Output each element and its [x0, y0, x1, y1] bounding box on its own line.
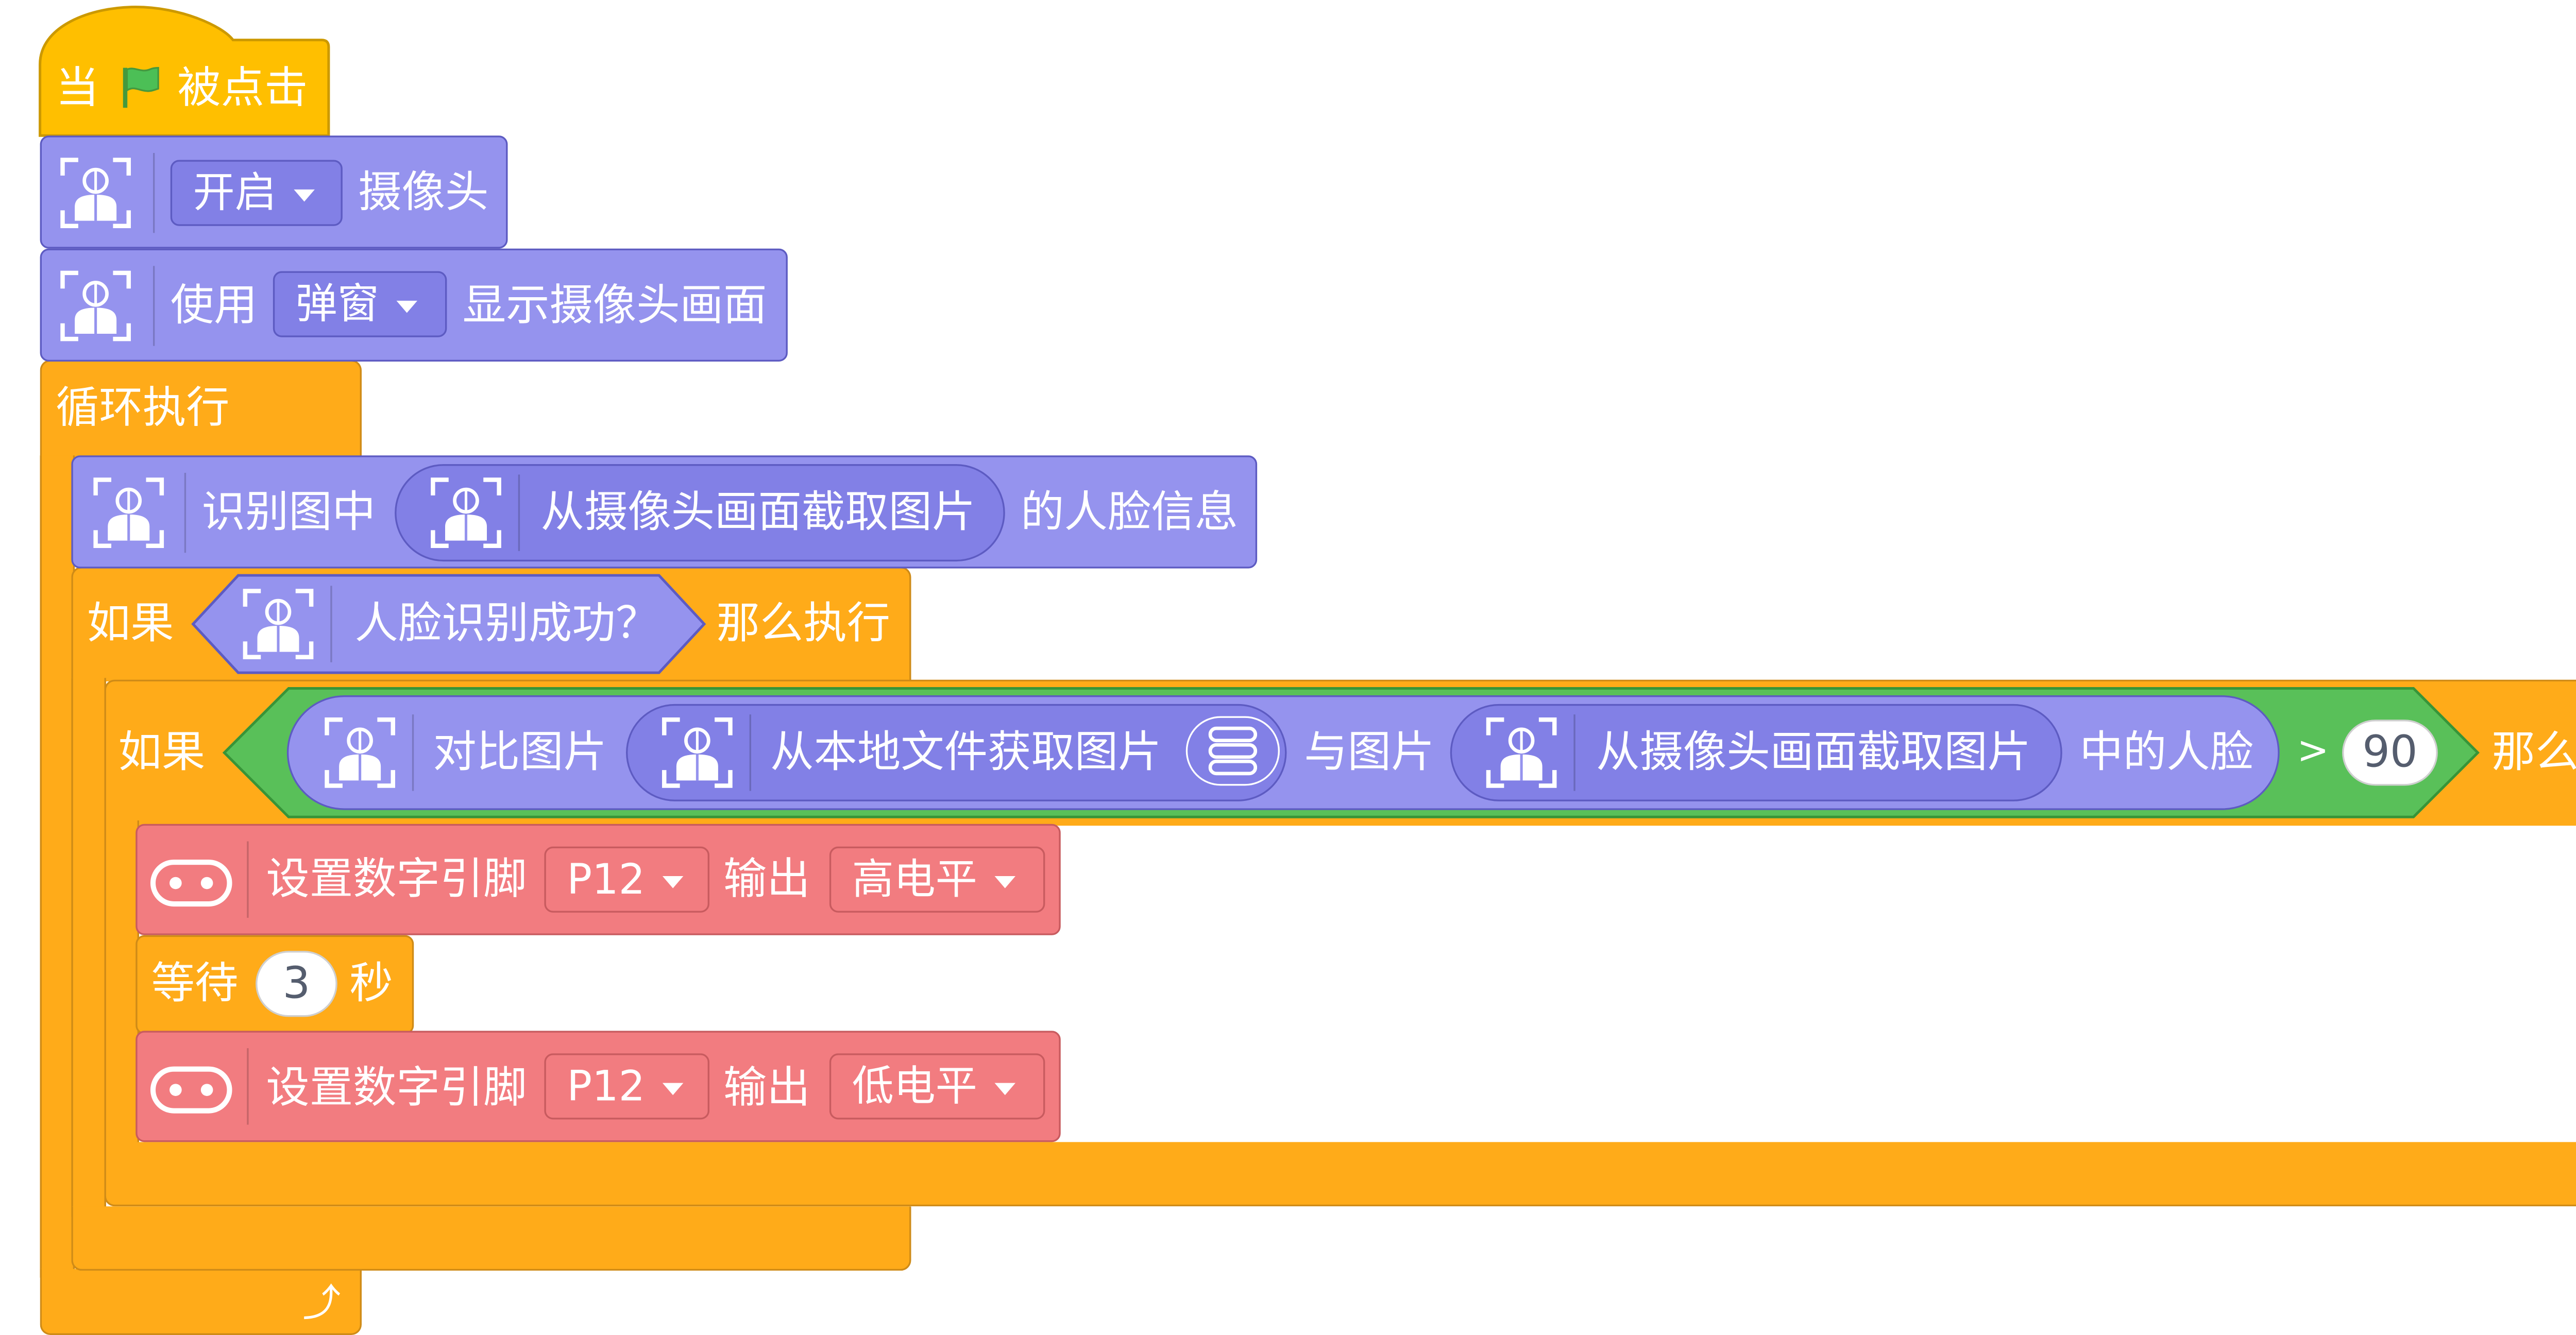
camera-state-dropdown[interactable]: 开启 — [170, 160, 343, 226]
display-mode-dropdown[interactable]: 弹窗 — [273, 271, 447, 337]
pin-dropdown[interactable]: P12 — [544, 846, 709, 913]
chevron-down-icon — [662, 1082, 684, 1094]
pin-dropdown[interactable]: P12 — [544, 1053, 709, 1120]
face-camera-icon — [659, 714, 736, 791]
icon-separator — [749, 714, 751, 791]
set-pin-label: 设置数字引脚 — [266, 853, 527, 904]
green-flag-icon — [123, 66, 159, 108]
if-keyword: 如果 — [87, 598, 174, 648]
icon-separator — [1573, 714, 1575, 791]
face-camera-icon — [428, 474, 504, 551]
hat-suffix: 被点击 — [177, 62, 308, 113]
recognize-prefix: 识别图中 — [201, 487, 376, 537]
local-file-image-reporter[interactable] — [626, 704, 1287, 801]
face-camera-icon — [57, 268, 134, 345]
level-dropdown[interactable]: 低电平 — [829, 1053, 1045, 1120]
list-icon — [1208, 726, 1258, 776]
if-face-detected-arm — [71, 678, 106, 1217]
icon-separator — [518, 474, 520, 551]
microbit-icon — [150, 859, 232, 907]
seconds-unit: 秒 — [349, 957, 393, 1008]
camera-state-value: 开启 — [193, 168, 277, 217]
recognize-suffix: 的人脸信息 — [1021, 487, 1239, 537]
loop-label: 循环执行 — [56, 382, 230, 433]
face-camera-icon — [1483, 714, 1560, 791]
level-value: 高电平 — [852, 855, 977, 904]
threshold-input[interactable]: 90 — [2342, 720, 2438, 786]
output-label: 输出 — [723, 853, 810, 904]
face-detected-condition[interactable] — [191, 574, 706, 675]
if-compare-footer — [104, 1142, 2576, 1207]
wait-seconds-input[interactable]: 3 — [256, 951, 337, 1017]
icon-separator — [153, 153, 155, 233]
pin-value: P12 — [567, 1062, 646, 1111]
if-then-label: 那么执行 — [716, 598, 891, 648]
icon-separator — [247, 1048, 249, 1125]
show-label: 显示摄像头画面 — [462, 280, 767, 331]
chevron-down-icon — [662, 875, 684, 887]
icon-separator — [330, 586, 332, 662]
local-file-label: 从本地文件获取图片 — [770, 726, 1162, 777]
microbit-icon — [150, 1066, 232, 1114]
loop-arm — [40, 455, 75, 1278]
set-pin-label: 设置数字引脚 — [266, 1062, 527, 1112]
loop-footer — [40, 1269, 362, 1335]
icon-separator — [247, 841, 249, 918]
face-camera-icon — [57, 155, 134, 231]
level-value: 低电平 — [852, 1062, 977, 1111]
camera-capture-label: 从摄像头画面截取图片 — [1596, 726, 2031, 777]
if-face-detected-footer — [71, 1206, 911, 1271]
pin-value: P12 — [567, 855, 646, 904]
if-keyword: 如果 — [118, 726, 206, 777]
loop-arrow-icon: ⤴ — [302, 1282, 341, 1327]
chevron-down-icon — [294, 189, 315, 201]
camera-capture-label: 从摄像头画面截取图片 — [540, 487, 976, 537]
if-then-label: 那么执行 — [2492, 726, 2576, 777]
chevron-down-icon — [994, 1082, 1015, 1094]
when-flag-clicked-block[interactable] — [38, 5, 330, 138]
level-dropdown[interactable]: 高电平 — [829, 846, 1045, 913]
with-image-label: 与图片 — [1304, 726, 1435, 777]
face-camera-icon — [91, 474, 167, 551]
hat-prefix: 当 — [56, 62, 99, 113]
show-prefix: 使用 — [170, 280, 258, 331]
wait-label: 等待 — [151, 957, 239, 1008]
face-camera-icon — [321, 714, 398, 791]
compare-label: 对比图片 — [433, 726, 607, 777]
operator-symbol: > — [2297, 730, 2329, 774]
chevron-down-icon — [994, 875, 1015, 887]
output-label: 输出 — [723, 1062, 810, 1112]
face-camera-icon — [240, 586, 317, 662]
camera-label: 摄像头 — [358, 167, 489, 217]
if-compare-arm — [104, 820, 139, 1151]
condition-label: 人脸识别成功？ — [354, 598, 659, 648]
chevron-down-icon — [396, 300, 417, 312]
display-mode-value: 弹窗 — [295, 280, 379, 329]
icon-separator — [412, 714, 414, 791]
face-in-label: 中的人脸 — [2079, 726, 2254, 777]
icon-separator — [184, 473, 187, 553]
icon-separator — [153, 266, 155, 346]
